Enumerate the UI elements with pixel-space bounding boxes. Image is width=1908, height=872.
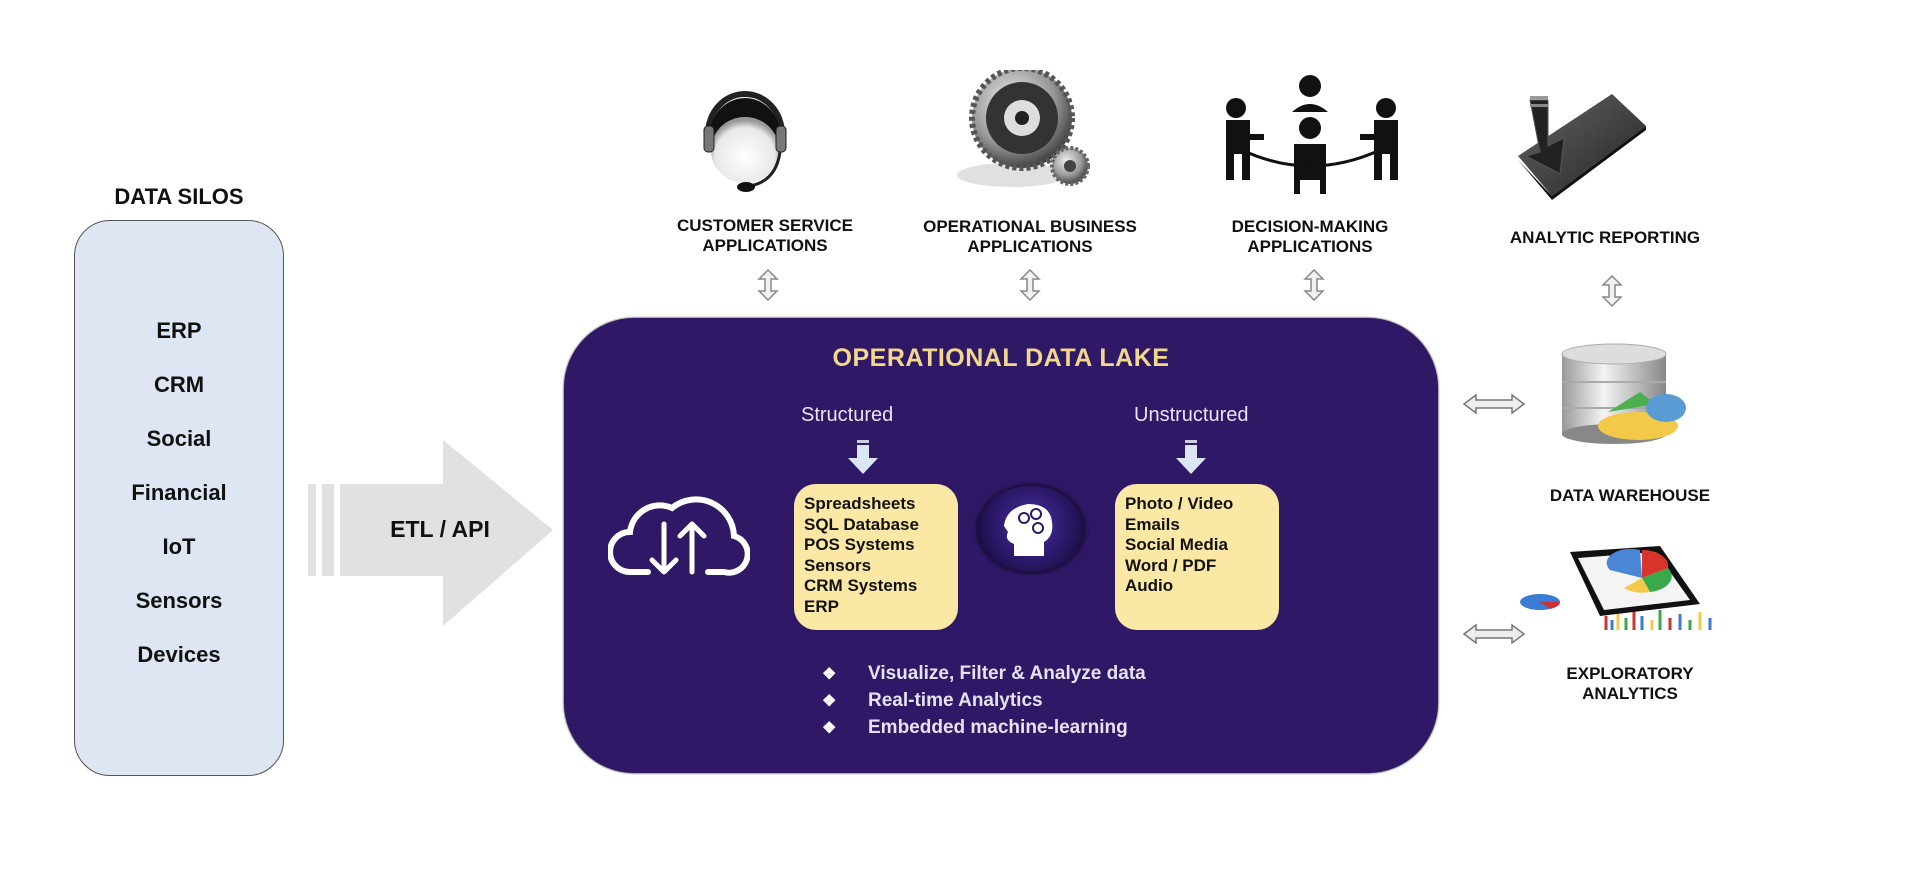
- unstructured-item: Photo / Video: [1125, 494, 1234, 513]
- unstructured-item: Audio: [1125, 576, 1174, 595]
- data-warehouse-database-icon: [1561, 343, 1686, 444]
- diamond-bullet-icon: ❖: [822, 666, 837, 683]
- operational-business-applications-label: OPERATIONAL BUSINESS APPLICATIONS: [923, 217, 1137, 256]
- brain-gears-icon: [1004, 504, 1053, 556]
- exploratory-analytics-label: EXPLORATORY ANALYTICS: [1566, 664, 1694, 703]
- silo-item-sensors: Sensors: [135, 588, 223, 613]
- silo-item-financial: Financial: [131, 480, 227, 505]
- cloud-sync-icon: [608, 496, 750, 576]
- analytic-reporting-label: ANALYTIC REPORTING: [1509, 228, 1701, 247]
- diamond-bullet-icon: ❖: [822, 693, 837, 710]
- diamond-bullet-icon: ❖: [822, 720, 837, 737]
- operational-data-lake-panel: OPERATIONAL DATA LAKE Structured Unstruc…: [564, 318, 1438, 773]
- ai-brain-badge: [978, 486, 1084, 572]
- structured-item: POS Systems: [804, 535, 915, 554]
- silo-item-erp: ERP: [156, 318, 202, 343]
- horizontal-double-arrow-icon: [1462, 623, 1526, 645]
- structured-item: Sensors: [804, 555, 872, 575]
- structured-data-box: Spreadsheets SQL Database POS Systems Se…: [794, 484, 958, 630]
- silo-item-social: Social: [146, 426, 212, 451]
- gears-icon: [957, 70, 1090, 187]
- capabilities-list: ❖Visualize, Filter & Analyze data ❖Real-…: [822, 660, 1146, 741]
- unstructured-item: Word / PDF: [1125, 555, 1217, 575]
- data-silos-title: DATA SILOS: [114, 184, 244, 209]
- structured-item: ERP: [804, 596, 839, 616]
- data-lake-title: OPERATIONAL DATA LAKE: [832, 344, 1170, 372]
- silo-item-devices: Devices: [137, 642, 221, 667]
- unstructured-item: Social Media: [1125, 535, 1228, 554]
- unstructured-item: Emails: [1125, 514, 1180, 534]
- silo-item-iot: IoT: [162, 534, 196, 559]
- etl-arrow-icon: [308, 440, 553, 626]
- report-download-icon: [1518, 94, 1646, 200]
- down-arrow-icon: [848, 440, 878, 474]
- etl-api-label: ETL / API: [390, 516, 490, 542]
- structured-item: SQL Database: [804, 514, 919, 534]
- capability-item: ❖Real-time Analytics: [822, 687, 1146, 714]
- horizontal-double-arrow-icon: [1462, 393, 1526, 415]
- vertical-double-arrow-icon: [1019, 268, 1041, 302]
- vertical-double-arrow-icon: [1303, 268, 1325, 302]
- structured-item: CRM Systems: [804, 576, 918, 595]
- headset-agent-icon: [703, 91, 787, 192]
- down-arrow-icon: [1176, 440, 1206, 474]
- decision-making-applications-label: DECISION-MAKING APPLICATIONS: [1231, 217, 1389, 256]
- exploratory-analytics-tablet-icon: [1520, 546, 1712, 630]
- meeting-table-icon: [1226, 75, 1398, 194]
- data-silos-panel: ERP CRM Social Financial IoT Sensors Dev…: [74, 220, 284, 776]
- unstructured-label: Unstructured: [1134, 404, 1249, 426]
- capability-item: ❖Visualize, Filter & Analyze data: [822, 660, 1146, 687]
- vertical-double-arrow-icon: [757, 268, 779, 302]
- vertical-double-arrow-icon: [1601, 274, 1623, 308]
- data-silos-list: ERP CRM Social Financial IoT Sensors Dev…: [75, 318, 283, 696]
- capability-item: ❖Embedded machine-learning: [822, 714, 1146, 741]
- silo-item-crm: CRM: [153, 372, 205, 397]
- data-warehouse-label: DATA WAREHOUSE: [1549, 486, 1711, 505]
- customer-service-applications-label: CUSTOMER SERVICE APPLICATIONS: [676, 216, 854, 255]
- structured-label: Structured: [801, 404, 894, 426]
- structured-item: Spreadsheets: [804, 494, 916, 513]
- unstructured-data-box: Photo / Video Emails Social Media Word /…: [1115, 484, 1279, 630]
